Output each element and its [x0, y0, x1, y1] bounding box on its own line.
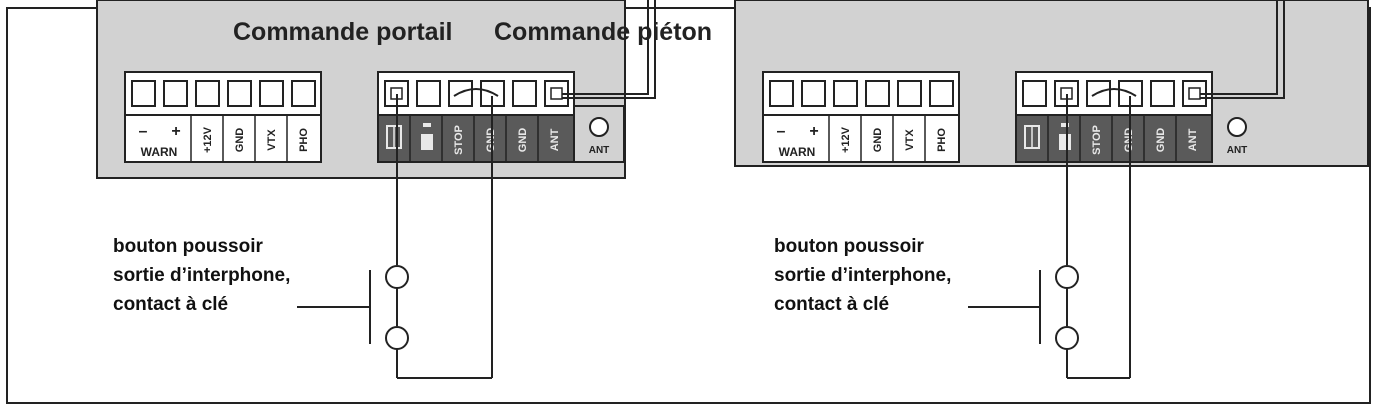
- terminal-block-power: – + WARN +12V GND VTX PHO: [762, 71, 960, 163]
- label-gnd-3: GND: [517, 128, 529, 153]
- label-warn: WARN: [779, 145, 816, 159]
- pedestrian-icon: [421, 134, 433, 150]
- terminal-block-command: STOP GND GND ANT: [1015, 71, 1213, 163]
- contact-terminal: [1055, 326, 1079, 350]
- antenna-connector: ANT: [573, 105, 625, 163]
- caption-line: contact à clé: [113, 294, 229, 315]
- pushbutton-wiring-left: [297, 94, 493, 379]
- board-left: – + WARN +12V GND VTX PHO: [96, 0, 656, 379]
- label-vtx: VTX: [266, 129, 278, 151]
- board-right: – + WARN +12V GND VTX PHO: [734, 0, 1369, 379]
- terminal-block-command: STOP GND GND ANT: [377, 71, 575, 163]
- caption-line: sortie d’interphone,: [113, 265, 291, 286]
- label-gnd: GND: [234, 128, 246, 153]
- contact-terminal: [385, 265, 409, 289]
- label-ant: ANT: [549, 128, 561, 151]
- title-commande-portail: Commande portail: [233, 18, 453, 46]
- outer-frame: [6, 7, 1371, 404]
- label-vtx: VTX: [904, 129, 916, 151]
- antenna-label: ANT: [589, 145, 610, 156]
- caption-left: bouton poussoir sortie d’interphone, con…: [113, 232, 290, 319]
- label-warn: WARN: [141, 145, 178, 159]
- antenna-connector: ANT: [1227, 117, 1248, 156]
- label-12v: +12V: [840, 126, 852, 153]
- pedestrian-icon: [1059, 134, 1071, 150]
- label-gnd: GND: [872, 128, 884, 153]
- label-12v: +12V: [202, 126, 214, 153]
- caption-line: bouton poussoir: [113, 236, 263, 257]
- title-commande-pieton: Commande piéton: [494, 18, 713, 46]
- caption-right: bouton poussoir sortie d’interphone, con…: [774, 232, 951, 319]
- caption-line: contact à clé: [774, 294, 890, 315]
- label-stop: STOP: [1091, 125, 1103, 155]
- pushbutton-wiring-right: [968, 94, 1131, 379]
- antenna-label: ANT: [1227, 145, 1248, 156]
- terminal-block-power: – + WARN +12V GND VTX PHO: [124, 71, 322, 163]
- label-warn-plus: +: [171, 123, 180, 140]
- label-pho: PHO: [936, 128, 948, 152]
- contact-terminal: [1055, 265, 1079, 289]
- label-warn-minus: –: [777, 123, 786, 140]
- label-warn-plus: +: [809, 123, 818, 140]
- label-pho: PHO: [298, 128, 310, 152]
- label-stop: STOP: [453, 125, 465, 155]
- label-warn-minus: –: [139, 123, 148, 140]
- label-ant: ANT: [1187, 128, 1199, 151]
- caption-line: bouton poussoir: [774, 236, 924, 257]
- contact-terminal: [385, 326, 409, 350]
- caption-line: sortie d’interphone,: [774, 265, 952, 286]
- label-gnd-3: GND: [1155, 128, 1167, 153]
